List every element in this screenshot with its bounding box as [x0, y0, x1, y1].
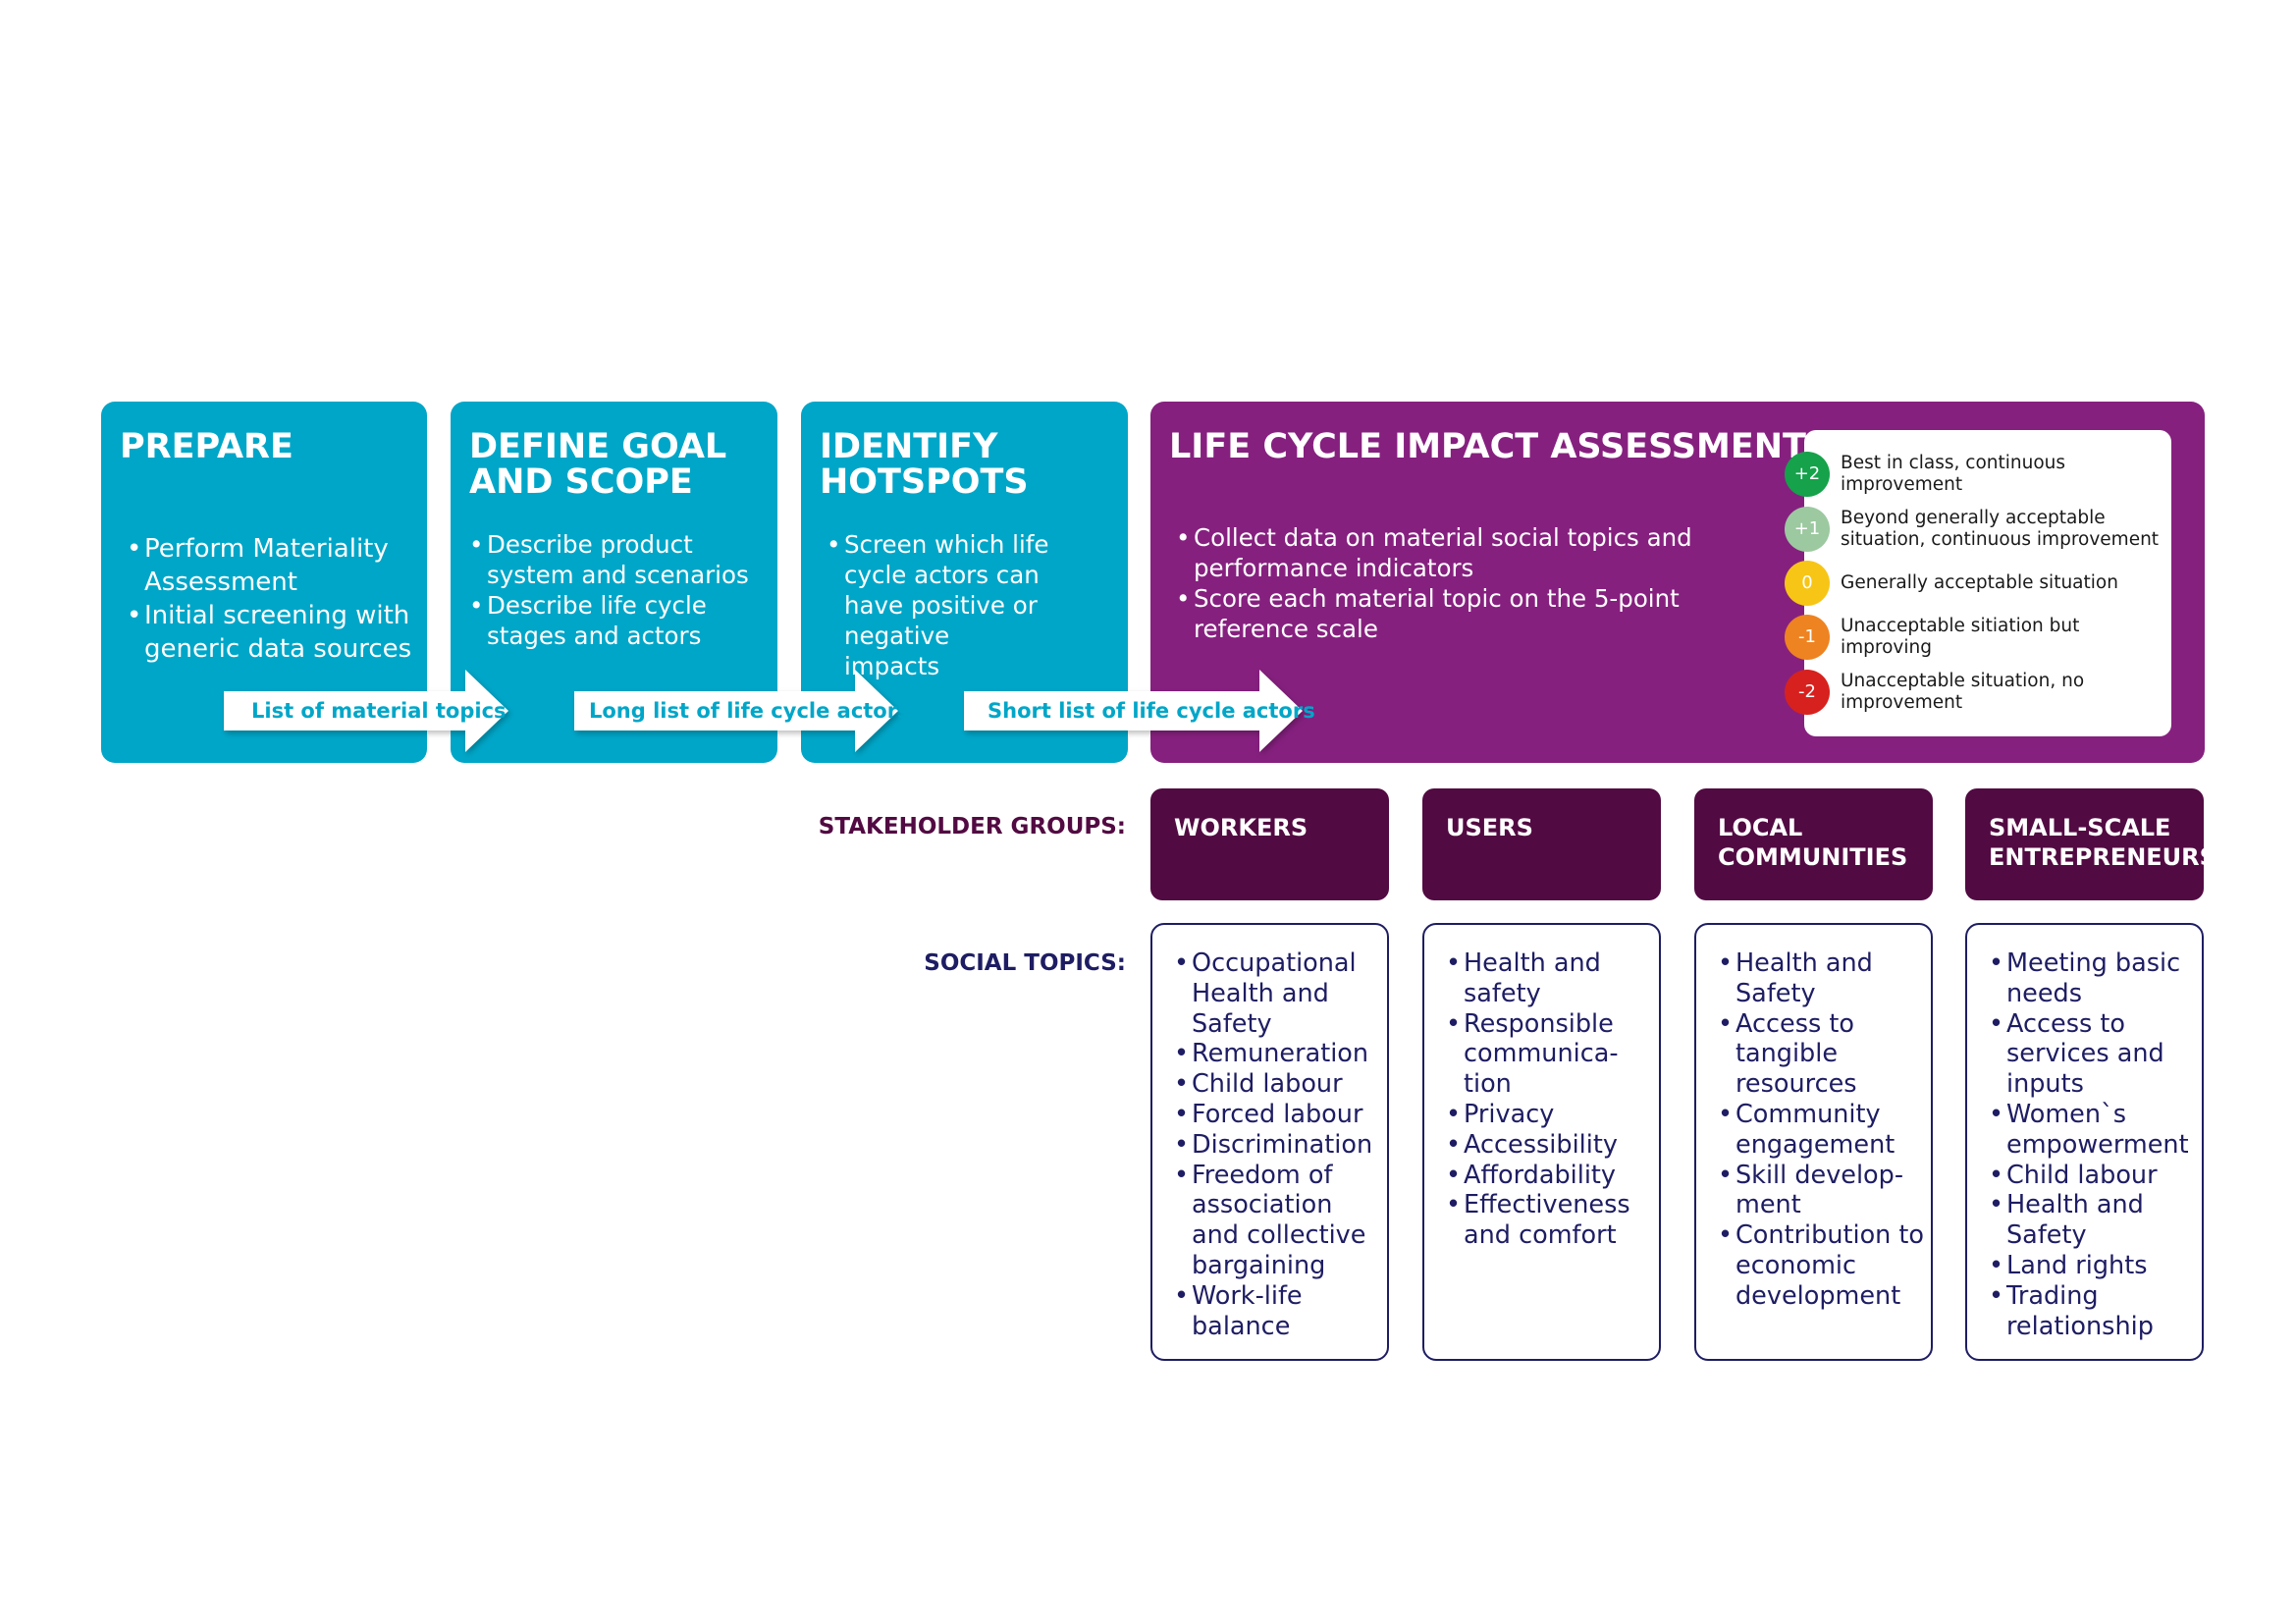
topic-item: Land rights [1989, 1251, 2200, 1281]
score-label: Beyond generally acceptable situation, c… [1841, 508, 2160, 550]
score-label: Unacceptable sitiation but improving [1841, 616, 2080, 658]
bullet-item: Collect data on material social topics a… [1176, 522, 1706, 583]
topics-users: Health and safety Responsible communica-… [1422, 923, 1661, 1361]
topics-local-communities: Health and Safety Access to tangible res… [1694, 923, 1933, 1361]
topic-item: Child labour [1989, 1161, 2200, 1191]
reference-scale-legend: +2 Best in class, continuous improvement… [1785, 430, 2171, 736]
topic-item: Responsible communica-tion [1446, 1009, 1657, 1100]
topic-item: Accessibility [1446, 1130, 1657, 1161]
arrow-material-topics: List of material topics [224, 670, 508, 752]
social-topics-label: SOCIAL TOPICS: [924, 950, 1126, 976]
score-label: Unacceptable situation, no improvement [1841, 671, 2085, 713]
topic-item: Work-life balance [1174, 1281, 1385, 1342]
topic-item: Women`s empowerment [1989, 1100, 2200, 1161]
stakeholder-workers: WORKERS [1150, 788, 1389, 900]
scale-row: +2 Best in class, continuous improvement [1785, 450, 2167, 499]
scale-row: -1 Unacceptable sitiation but improving [1785, 613, 2167, 662]
score-label: Generally acceptable situation [1841, 572, 2118, 593]
topic-item: Remuneration [1174, 1039, 1385, 1069]
stage-title: DEFINE GOAL AND SCOPE [469, 427, 727, 502]
bullet-item: Describe life cycle stages and actors [469, 590, 769, 651]
stakeholder-name: WORKERS [1174, 814, 1308, 841]
score-badge: 0 [1785, 561, 1830, 606]
topic-item: Contribution to economic development [1718, 1220, 1929, 1311]
stakeholder-groups-label: STAKEHOLDER GROUPS: [818, 814, 1126, 839]
topic-list: Health and Safety Access to tangible res… [1718, 948, 1929, 1312]
stage-bullets: Perform Materiality Assessment Initial s… [127, 532, 421, 666]
score-badge: +2 [1785, 452, 1830, 497]
topic-item: Health and safety [1446, 948, 1657, 1009]
topic-item: Effectiveness and comfort [1446, 1190, 1657, 1251]
arrow-short-list: Short list of life cycle actors [964, 670, 1315, 752]
stakeholder-small-scale-entrepreneurs: SMALL-SCALE ENTREPRENEURS [1965, 788, 2216, 900]
bullet-item: Screen which life cycle actors can have … [827, 529, 1052, 681]
topic-item: Health and Safety [1989, 1190, 2200, 1251]
stage-title: IDENTIFY HOTSPOTS [820, 427, 1029, 502]
score-badge: -2 [1785, 670, 1830, 715]
arrow-long-list: Long list of life cycle actors [574, 670, 910, 752]
scale-row: +1 Beyond generally acceptable situation… [1785, 505, 2167, 554]
topic-item: Occupational Health and Safety [1174, 948, 1385, 1039]
stage-bullets: Collect data on material social topics a… [1176, 522, 1706, 644]
stakeholder-name: SMALL-SCALE ENTREPRENEURS [1989, 814, 2216, 871]
arrow-label: Short list of life cycle actors [988, 699, 1315, 723]
stakeholder-name: USERS [1446, 814, 1533, 841]
stage-bullets: Screen which life cycle actors can have … [827, 529, 1052, 681]
stakeholder-local-communities: LOCAL COMMUNITIES [1694, 788, 1933, 900]
topic-item: Forced labour [1174, 1100, 1385, 1130]
topic-list: Health and safety Responsible communica-… [1446, 948, 1657, 1251]
topic-item: Meeting basic needs [1989, 948, 2200, 1009]
topic-item: Affordability [1446, 1161, 1657, 1191]
bullet-item: Perform Materiality Assessment [127, 532, 421, 599]
stakeholder-name: LOCAL COMMUNITIES [1718, 814, 1908, 871]
topics-small-scale-entrepreneurs: Meeting basic needs Access to services a… [1965, 923, 2204, 1361]
topic-item: Access to services and inputs [1989, 1009, 2200, 1100]
arrow-right-icon [964, 670, 1303, 752]
topic-item: Health and Safety [1718, 948, 1929, 1009]
topic-item: Child labour [1174, 1069, 1385, 1100]
stage-bullets: Describe product system and scenarios De… [469, 529, 769, 651]
arrow-label: List of material topics [251, 699, 507, 723]
stakeholder-users: USERS [1422, 788, 1661, 900]
arrow-right-icon [224, 670, 508, 752]
arrow-label: Long list of life cycle actors [589, 699, 910, 723]
bullet-item: Initial screening with generic data sour… [127, 599, 421, 666]
topic-item: Trading relationship [1989, 1281, 2200, 1342]
bullet-item: Score each material topic on the 5-point… [1176, 583, 1706, 644]
topic-item: Freedom of association and collective ba… [1174, 1161, 1385, 1281]
topic-list: Meeting basic needs Access to services a… [1989, 948, 2200, 1341]
score-label: Best in class, continuous improvement [1841, 453, 2066, 495]
score-badge: +1 [1785, 507, 1830, 552]
score-badge: -1 [1785, 615, 1830, 660]
bullet-item: Describe product system and scenarios [469, 529, 769, 590]
topic-item: Community engagement [1718, 1100, 1929, 1161]
scale-row: 0 Generally acceptable situation [1785, 559, 2167, 608]
stage-title: LIFE CYCLE IMPACT ASSESSMENT [1169, 427, 1806, 466]
topic-item: Discrimination [1174, 1130, 1385, 1161]
topic-item: Access to tangible resources [1718, 1009, 1929, 1100]
arrow-right-icon [574, 670, 898, 752]
scale-row: -2 Unacceptable situation, no improvemen… [1785, 668, 2167, 717]
topic-item: Skill develop-ment [1718, 1161, 1929, 1221]
topic-list: Occupational Health and Safety Remunerat… [1174, 948, 1385, 1341]
topics-workers: Occupational Health and Safety Remunerat… [1150, 923, 1389, 1361]
topic-item: Privacy [1446, 1100, 1657, 1130]
stage-title: PREPARE [120, 427, 294, 466]
